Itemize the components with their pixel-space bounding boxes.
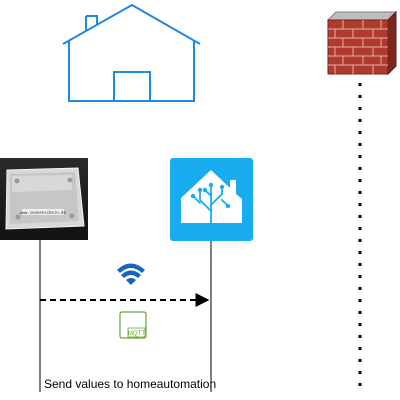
wifi-icon — [117, 263, 145, 285]
house-outline-icon — [62, 3, 201, 102]
brick-wall-icon — [326, 10, 398, 76]
device-label: www.sonnenschein.de — [20, 210, 66, 215]
sensor-device-photo: www.sonnenschein.de — [0, 158, 88, 240]
diagram-caption: Send values to homeautomation — [44, 377, 217, 391]
home-assistant-icon — [170, 158, 253, 241]
mqtt-icon: MQTT — [119, 311, 147, 339]
mqtt-badge-label: MQTT — [128, 331, 145, 337]
